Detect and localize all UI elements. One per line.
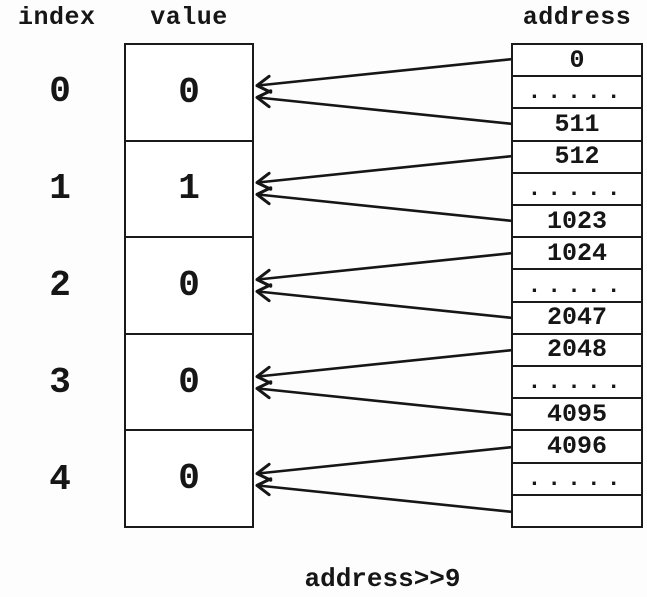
- address-row-value: 511: [554, 110, 600, 139]
- index-column-label: index: [18, 3, 96, 32]
- address-row-value: .....: [527, 369, 627, 396]
- shift-formula-caption: address>>9: [304, 564, 461, 594]
- address-row-value: 4095: [546, 399, 607, 429]
- address-row-value: 4096: [546, 432, 607, 462]
- address-row: .....: [513, 174, 641, 207]
- mapping-arrow: [255, 57, 512, 94]
- address-row: 2048: [513, 335, 641, 368]
- mapping-arrow: [255, 445, 512, 482]
- address-row-value: .....: [527, 79, 627, 106]
- address-row-value: 0: [569, 45, 585, 75]
- address-row-value: 512: [554, 142, 600, 172]
- address-row: 0: [513, 45, 641, 78]
- address-column-label: address: [522, 3, 632, 32]
- index-entry: 0: [49, 71, 71, 112]
- address-row: 511: [513, 109, 641, 142]
- index-entry: 2: [49, 265, 71, 306]
- index-entry: 3: [49, 362, 71, 403]
- address-row: 512: [513, 142, 641, 174]
- value-cell: 0: [126, 335, 252, 432]
- mapping-arrow: [255, 380, 512, 417]
- address-row: .....: [513, 270, 641, 303]
- address-row-value: 1024: [546, 238, 607, 268]
- address-row: .....: [513, 367, 641, 400]
- value-column-label: value: [150, 3, 228, 32]
- value-cell: 0: [126, 238, 252, 335]
- address-row: [513, 496, 641, 526]
- address-row: 4096: [513, 431, 641, 464]
- value-table: 0 1 0 0 0: [124, 43, 254, 528]
- address-row-value: 2047: [546, 303, 607, 333]
- address-row: .....: [513, 77, 641, 110]
- mapping-arrow: [255, 348, 512, 385]
- value-cell: 1: [126, 142, 252, 239]
- address-row: 1023: [513, 206, 641, 239]
- index-list: 0 1 2 3 4: [20, 43, 100, 528]
- mapping-arrow: [255, 89, 512, 126]
- index-entry: 4: [49, 459, 71, 500]
- value-cell: 0: [178, 458, 200, 500]
- address-table: 0 ..... 511 512 ..... 1023 1024 ..... 20…: [511, 43, 643, 528]
- mapping-arrow: [255, 186, 512, 223]
- address-row-value: 2048: [546, 335, 607, 365]
- address-row: 4095: [513, 399, 641, 432]
- index-entry: 1: [49, 168, 71, 209]
- mapping-arrow: [255, 154, 512, 191]
- address-row: 1024: [513, 238, 641, 271]
- address-row-value: 1023: [546, 206, 607, 236]
- address-row-value: .....: [527, 272, 627, 299]
- address-row-value: .....: [527, 175, 627, 202]
- value-cell: 0: [126, 45, 252, 142]
- mapping-arrow: [255, 283, 512, 320]
- mapping-arrow: [255, 477, 512, 514]
- address-row: .....: [513, 464, 641, 496]
- mapping-arrow: [255, 251, 512, 288]
- address-row: 2047: [513, 303, 641, 335]
- address-row-value: .....: [527, 465, 627, 492]
